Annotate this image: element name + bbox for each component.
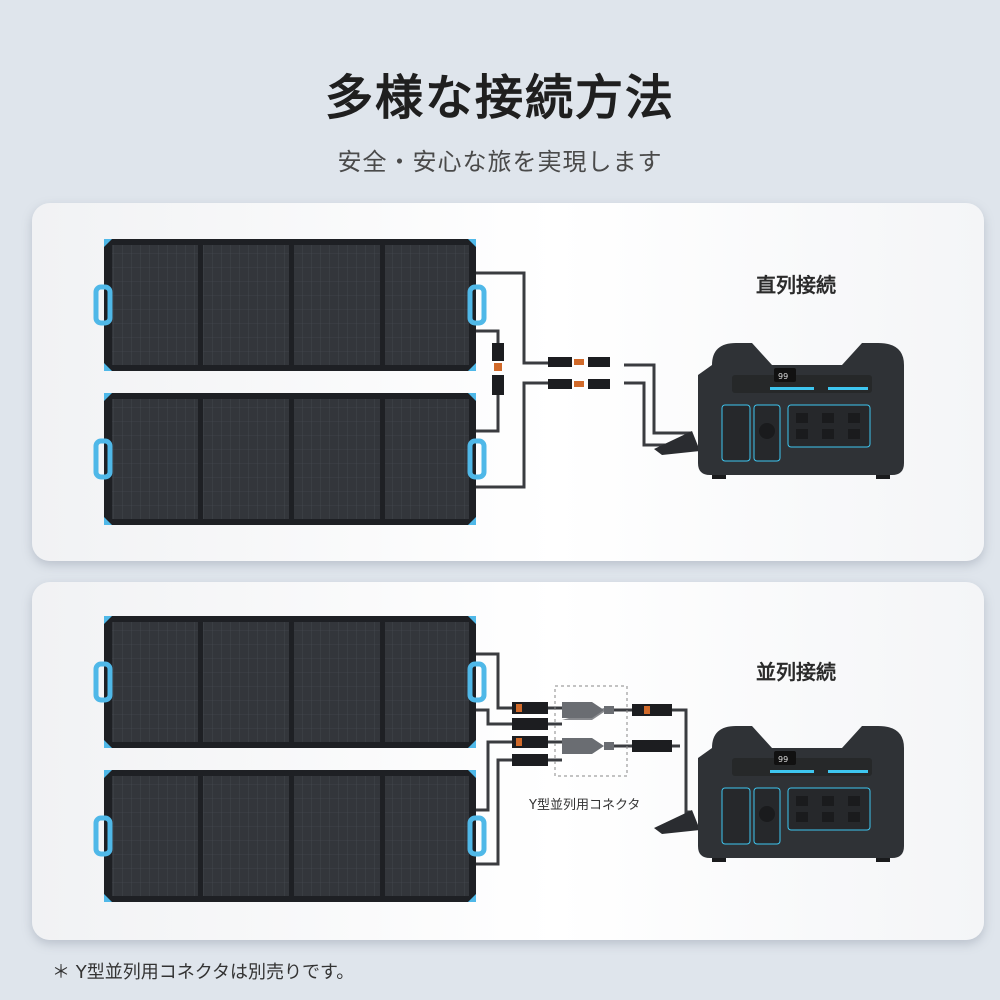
solar-panel-bottom [96,770,484,902]
power-station [697,342,905,480]
y-connector-box [554,685,628,777]
series-connection-label: 直列接続 [756,273,836,297]
parallel-connection-card: 99 [32,582,984,940]
series-connection-card: 99 [32,203,984,561]
series-illustration: 99 [32,203,905,561]
page-title: 多様な接続方法 [324,70,675,126]
parallel-illustration: 99 [32,582,905,940]
parallel-connection-label: 並列接続 [756,660,836,684]
solar-panel-top [96,616,484,748]
solar-panel-top [96,239,484,371]
page-subtitle: 安全・安心な旅を実現します [337,148,663,176]
y-connector-caption: Y型並列用コネクタ [529,798,641,813]
power-station [697,725,905,863]
solar-panel-bottom [96,393,484,525]
footnote: ＊ Y型並列用コネクタは別売りです。 [52,962,355,983]
